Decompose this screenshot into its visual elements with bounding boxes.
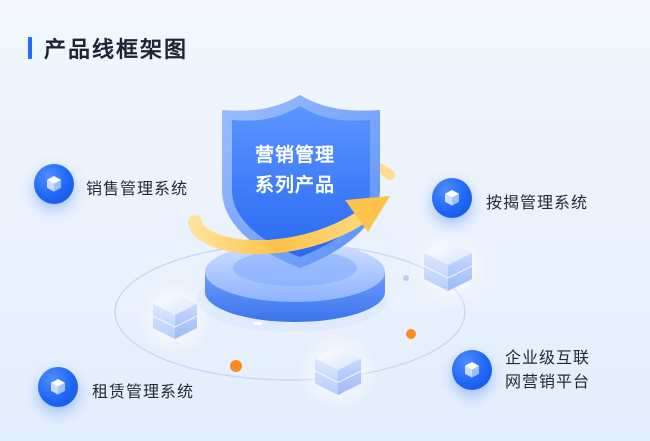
product-badge-marketing-platform[interactable] <box>452 350 492 390</box>
title-accent-bar <box>28 37 32 59</box>
orbit-dot <box>406 329 416 339</box>
page-title: 产品线框架图 <box>44 38 189 63</box>
product-label-mortgage: 按揭管理系统 <box>486 193 589 212</box>
cube-bottom <box>314 347 362 395</box>
shield-label-line1: 营销管理 <box>254 144 335 166</box>
product-label-line2: 网营销平台 <box>505 372 591 391</box>
cube-icon <box>51 379 65 395</box>
cube-icon <box>465 362 479 378</box>
arrow-swoosh <box>188 196 390 255</box>
product-badge-sales[interactable] <box>34 164 74 204</box>
cube-right <box>423 241 473 291</box>
product-label-leasing: 租赁管理系统 <box>92 382 195 401</box>
orbit-dot <box>230 360 242 372</box>
page-header: 产品线框架图 <box>28 33 188 63</box>
product-badge-mortgage[interactable] <box>432 178 472 218</box>
product-label-sales: 销售管理系统 <box>86 179 189 198</box>
shield-label: 营销管理 系列产品 <box>240 140 350 200</box>
cube-icon <box>445 190 459 206</box>
cube-left <box>152 293 198 339</box>
product-badge-leasing[interactable] <box>38 367 78 407</box>
shield-label-line2: 系列产品 <box>254 174 335 196</box>
product-label-line1: 企业级互联 <box>505 348 591 367</box>
product-label-marketing-platform: 企业级互联 网营销平台 <box>505 346 590 394</box>
platform-disc <box>197 242 387 332</box>
cube-icon <box>47 176 61 192</box>
